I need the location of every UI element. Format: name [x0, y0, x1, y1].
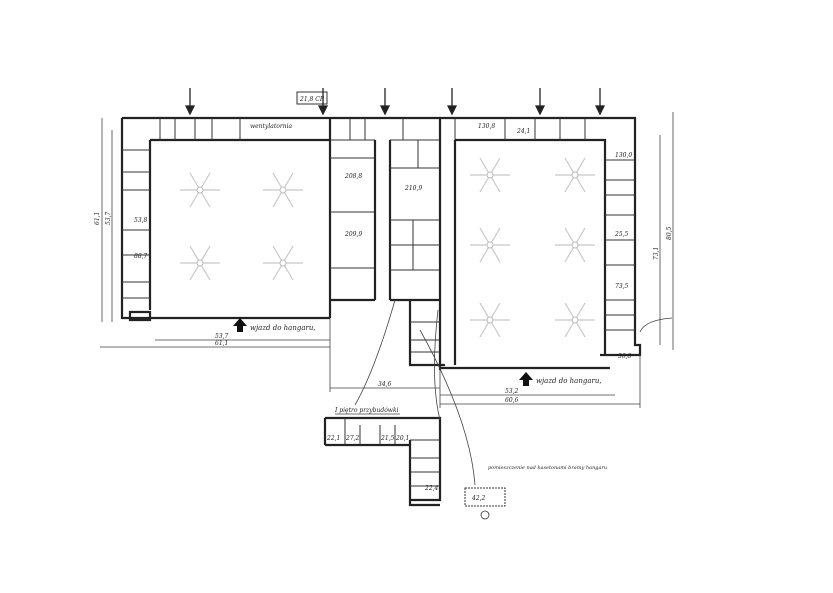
room-lower-5: 22,4 — [424, 485, 439, 492]
entry-arrows — [184, 88, 606, 116]
dim-right-outer-height: 80,5 — [666, 226, 673, 240]
entrance-left-label: wjazd do hangaru, — [250, 324, 316, 332]
room-number-marker — [480, 510, 490, 520]
room-gate: 42,2 — [471, 495, 486, 502]
room-workshop-1: 208,8 — [344, 173, 362, 180]
dimension-lines — [100, 112, 674, 408]
dim-left-outer-height: 61,1 — [94, 212, 101, 225]
upper-floor-note: I piętro przybudówki — [334, 407, 399, 414]
entrance-right-arrow — [519, 372, 533, 386]
cp-room — [296, 91, 328, 105]
dim-right-outer-width: 60,6 — [505, 397, 519, 404]
room-left-1: 53,8 — [134, 217, 148, 224]
room-top-right-1: 130,8 — [478, 123, 495, 130]
room-lower-4: 20,1 — [395, 435, 409, 442]
stair-column — [408, 300, 445, 370]
dim-middle-width: 34,6 — [378, 381, 392, 388]
dim-left-inner-width: 53,7 — [215, 333, 229, 340]
lower-annex — [323, 416, 442, 507]
right-hangar — [440, 116, 642, 370]
dim-right-inner-height: 73,1 — [653, 247, 660, 260]
room-lower-2: 27,2 — [345, 435, 360, 442]
left-hangar — [120, 116, 332, 322]
entrance-right-label: wjazd do hangaru, — [536, 377, 602, 385]
dim-left-outer-width: 61,1 — [215, 340, 228, 347]
entrance-left-arrow — [233, 318, 247, 332]
gate-room-note: pomieszczenie nad kasetonami bramy hanga… — [488, 465, 607, 471]
gate-room — [464, 487, 506, 507]
room-lower-3: 21,5 — [380, 435, 395, 442]
room-left-2: 88,7 — [134, 253, 148, 260]
room-right-1: 130,0 — [615, 152, 632, 159]
room-lower-1: 22,1 — [326, 435, 340, 442]
dim-left-inner-height: 53,7 — [105, 211, 112, 225]
room-workshop-2: 209,9 — [344, 231, 362, 238]
room-right-4: 36,8 — [618, 353, 632, 360]
room-ventilation: wentylatornia — [250, 123, 293, 130]
middle-block — [330, 116, 442, 302]
room-mechanics: 210,9 — [404, 185, 422, 192]
room-right-3: 73,5 — [615, 283, 629, 290]
room-cp: 21,8 CP — [299, 96, 325, 103]
ceiling-fans — [180, 157, 595, 338]
dim-right-inner-width: 53,2 — [505, 388, 519, 395]
room-right-2: 25,5 — [614, 231, 629, 238]
room-top-right-2: 24,1 — [516, 128, 530, 135]
